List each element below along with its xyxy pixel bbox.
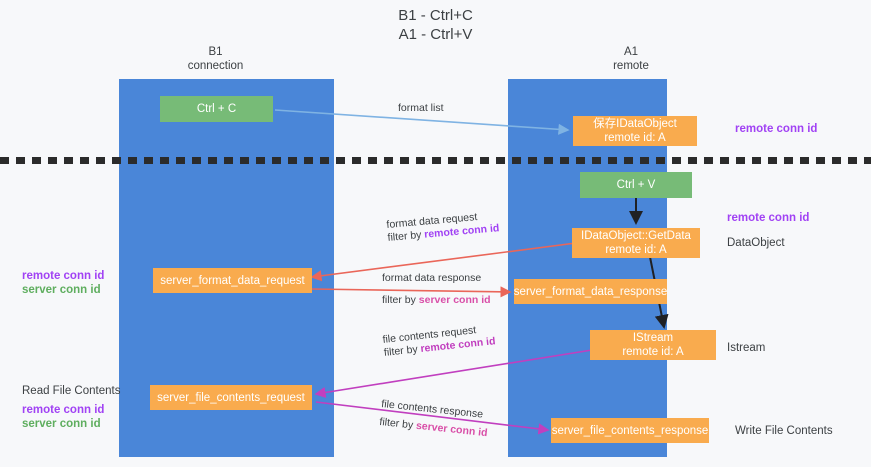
section-divider-line [0, 157, 871, 164]
box-store-dataobject[interactable]: 保存IDataObject remote id: A [573, 116, 697, 146]
box-server-file-contents-request[interactable]: server_file_contents_request [150, 385, 312, 410]
box-server-file-contents-response[interactable]: server_file_contents_response [551, 418, 709, 443]
caption-format-data-request: format data request filter by remote con… [386, 209, 500, 245]
label-read-file-contents: Read File Contents [22, 385, 121, 397]
box-ctrl-v-label: Ctrl + V [616, 179, 656, 191]
label-istream: Istream [727, 342, 766, 354]
section-divider [0, 157, 871, 164]
box-server-file-contents-response-label: server_file_contents_response [551, 424, 709, 437]
caption-format-data-response-line1: format data response [382, 272, 482, 284]
caption-format-list: format list [398, 102, 444, 114]
box-ctrl-c[interactable]: Ctrl + C [160, 96, 273, 122]
box-istream[interactable]: IStream remote id: A [590, 330, 716, 360]
box-server-format-data-response[interactable]: server_format_data_response [514, 279, 667, 304]
caption-fdres-highlight: server conn id [418, 294, 491, 306]
caption-fdreq-prefix: filter by [387, 228, 425, 244]
label-remote-conn-id-top: remote conn id [735, 123, 818, 135]
label-left-remote-conn-id-bottom: remote conn id [22, 404, 105, 416]
caption-fcres-highlight: server conn id [415, 419, 489, 440]
box-store-dataobject-line1: 保存IDataObject [593, 118, 677, 130]
box-ctrl-v[interactable]: Ctrl + V [580, 172, 692, 198]
box-server-format-data-response-label: server_format_data_response [513, 285, 668, 298]
caption-file-contents-response: file contents response filter by server … [379, 398, 490, 440]
label-write-file-contents: Write File Contents [735, 425, 833, 437]
label-dataobject: DataObject [727, 237, 785, 249]
box-server-file-contents-request-label: server_file_contents_request [157, 391, 305, 404]
page-title: B1 - Ctrl+C A1 - Ctrl+V [398, 7, 473, 43]
label-left-server-conn-id-bottom: server conn id [22, 418, 101, 430]
box-store-dataobject-line2: remote id: A [604, 132, 666, 144]
label-left-server-conn-id-mid: server conn id [22, 284, 101, 296]
caption-file-contents-request: file contents request filter by remote c… [382, 322, 496, 360]
box-getdata-line1: IDataObject::GetData [581, 230, 691, 242]
box-istream-line1: IStream [632, 332, 674, 344]
column-header-b1: B1 connection [187, 46, 244, 72]
caption-format-data-response: format data response filter by server co… [382, 272, 491, 307]
box-istream-line2: remote id: A [622, 346, 684, 358]
column-header-a1: A1 remote [613, 46, 649, 72]
box-idataobject-getdata[interactable]: IDataObject::GetData remote id: A [572, 228, 700, 258]
label-left-remote-conn-id-mid: remote conn id [22, 270, 105, 282]
caption-fcres-prefix: filter by [378, 415, 417, 432]
caption-format-data-response-line2: filter by server conn id [382, 294, 491, 307]
box-server-format-data-request-label: server_format_data_request [160, 274, 305, 287]
box-ctrl-c-label: Ctrl + C [196, 103, 237, 115]
caption-fdres-prefix: filter by [382, 294, 419, 306]
box-getdata-line2: remote id: A [605, 244, 667, 256]
caption-fcreq-prefix: filter by [383, 343, 422, 359]
label-remote-conn-id-mid: remote conn id [727, 212, 810, 224]
box-server-format-data-request[interactable]: server_format_data_request [153, 268, 312, 293]
